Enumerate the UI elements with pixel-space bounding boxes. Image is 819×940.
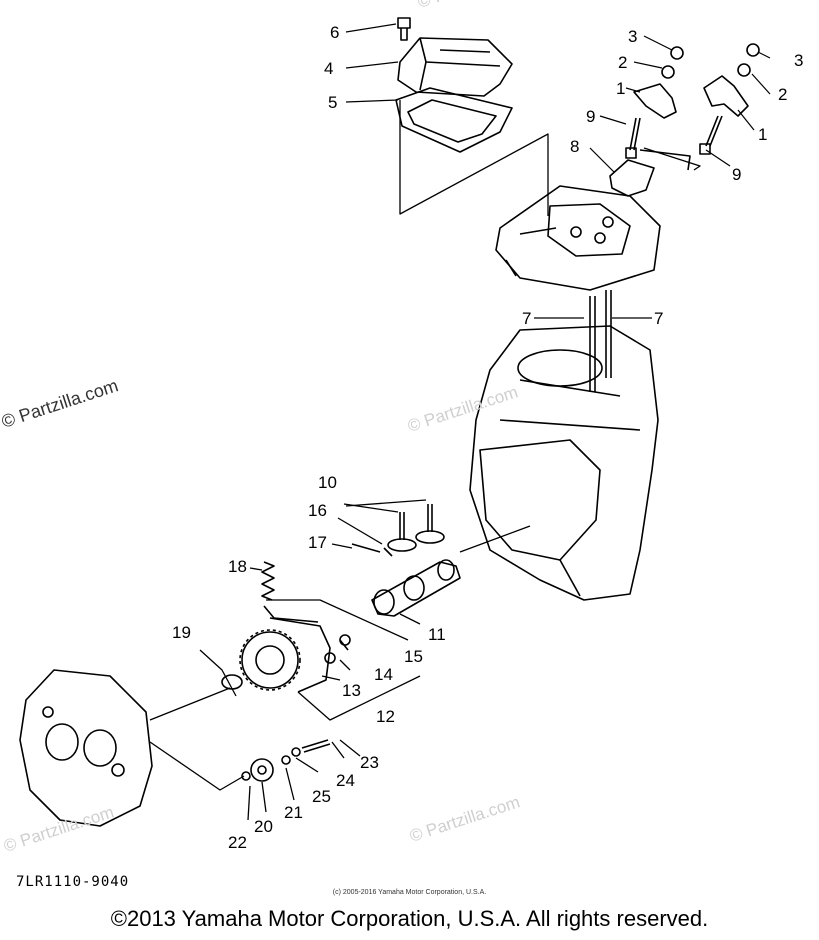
head-cover — [397, 37, 513, 97]
washer — [221, 674, 243, 690]
callout-21: 21 — [284, 803, 303, 822]
watermarks: © Partzilla.com © Partzilla.com © Partzi… — [0, 0, 530, 856]
callout-9-left: 9 — [586, 107, 595, 126]
callout-6: 6 — [330, 23, 339, 42]
push-rod-guide — [609, 149, 691, 197]
cylinder-block — [469, 325, 659, 601]
small-parts — [241, 739, 331, 781]
callout-4: 4 — [324, 59, 333, 78]
assembly-lines — [149, 100, 701, 821]
adjust-screw-right — [699, 115, 723, 155]
callout-7-left: 7 — [522, 309, 531, 328]
callout-24: 24 — [336, 771, 355, 790]
small-gear — [250, 758, 274, 782]
head-cover-gasket — [395, 87, 513, 153]
callout-2-left: 2 — [618, 53, 627, 72]
callout-1-right: 1 — [758, 125, 767, 144]
callout-3-left: 3 — [628, 27, 637, 46]
callout-15: 15 — [404, 647, 423, 666]
callout-5: 5 — [328, 93, 337, 112]
small-copyright: (c) 2005-2016 Yamaha Motor Corporation, … — [332, 889, 487, 896]
adjust-screw-left — [625, 117, 641, 159]
callout-25: 25 — [312, 787, 331, 806]
drawing-code: 7LR1110-9040 — [16, 874, 130, 890]
callout-20: 20 — [254, 817, 273, 836]
cam-gear — [239, 605, 331, 693]
callout-1-left: 1 — [616, 79, 625, 98]
callout-13: 13 — [342, 681, 361, 700]
callout-9-right: 9 — [732, 165, 741, 184]
callout-23: 23 — [360, 753, 379, 772]
callout-8: 8 — [570, 137, 579, 156]
callout-22: 22 — [228, 833, 247, 852]
spring — [261, 561, 275, 601]
callout-12: 12 — [376, 707, 395, 726]
copyright-notice: ©2013 Yamaha Motor Corporation, U.S.A. A… — [110, 906, 709, 931]
callout-10: 10 — [318, 473, 337, 492]
watermark-left: © Partzilla.com — [0, 375, 121, 432]
callout-7-right: 7 — [654, 309, 663, 328]
callout-18: 18 — [228, 557, 247, 576]
leader-lines — [345, 23, 771, 173]
watermark-top: © Partzilla.com — [415, 0, 530, 12]
callout-14: 14 — [374, 665, 393, 684]
callout-labels: 6 4 5 3 2 1 9 8 3 2 1 9 7 7 10 16 17 18 … — [172, 23, 803, 852]
valve-pin — [351, 543, 393, 557]
watermark-mid: © Partzilla.com — [405, 382, 520, 435]
callout-3-right: 3 — [794, 51, 803, 70]
decompressor-parts — [324, 634, 351, 664]
watermark-bottom-left: © Partzilla.com — [1, 802, 116, 855]
crankcase-cover — [19, 669, 153, 827]
callout-11: 11 — [428, 625, 446, 644]
push-rods — [589, 290, 612, 392]
callout-2-right: 2 — [778, 85, 787, 104]
rocker-arm-left — [633, 46, 684, 119]
valves — [387, 504, 445, 552]
cylinder-head — [495, 185, 661, 291]
bolt — [397, 17, 411, 41]
watermark-bottom-right: © Partzilla.com — [407, 792, 522, 845]
callout-17: 17 — [308, 533, 327, 552]
callout-19: 19 — [172, 623, 191, 642]
camshaft — [371, 559, 461, 617]
rocker-arm-right — [703, 43, 760, 117]
callout-16: 16 — [308, 501, 327, 520]
